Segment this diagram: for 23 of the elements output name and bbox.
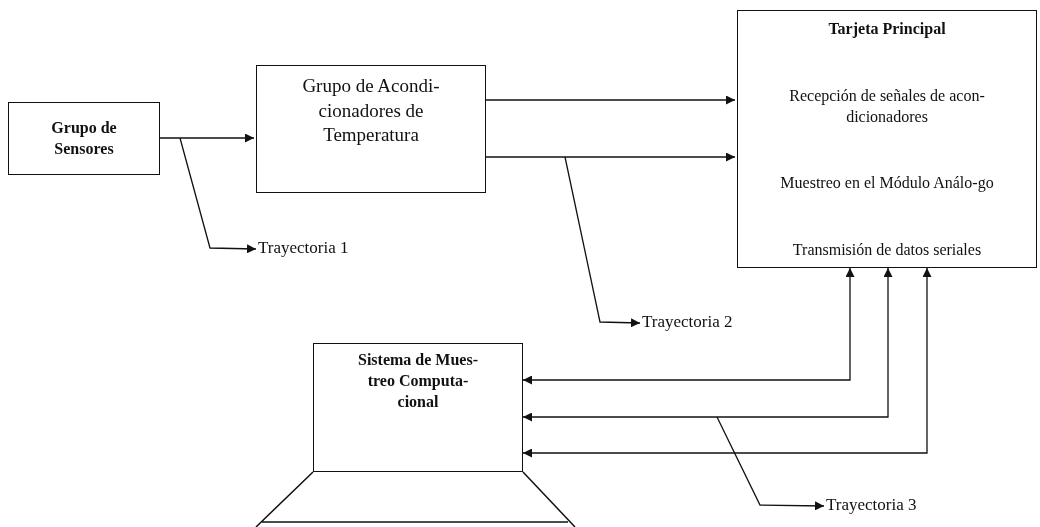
path-label: Trayectoria 1 <box>258 238 349 258</box>
process-box <box>313 343 523 472</box>
process-box <box>256 65 486 193</box>
process-box <box>8 102 160 175</box>
process-box <box>737 10 1037 268</box>
leader-arrow <box>564 156 641 328</box>
path-label: Trayectoria 3 <box>826 495 917 515</box>
box-label: Transmisión de datos seriales <box>792 240 982 261</box>
box-label: Sistema de Mues-treo Computa-cional <box>357 350 479 412</box>
box-label: Grupo de Acondi-cionadores de Temperatura <box>301 74 441 148</box>
path-label: Trayectoria 2 <box>642 312 733 332</box>
leader-arrow <box>716 416 825 511</box>
box-heading: Tarjeta Principal <box>828 19 946 40</box>
arrow <box>159 133 255 143</box>
arrow <box>522 267 893 422</box>
box-label: Grupo de Sensores <box>50 117 118 159</box>
arrow <box>485 152 736 162</box>
box-label: Muestreo en el Módulo Análo-go <box>780 173 994 194</box>
arrow <box>522 267 855 385</box>
leader-arrow <box>179 137 257 254</box>
arrow <box>485 95 736 105</box>
arrow <box>522 267 932 458</box>
box-label: Recepción de señales de acon-dicionadores <box>788 85 986 127</box>
